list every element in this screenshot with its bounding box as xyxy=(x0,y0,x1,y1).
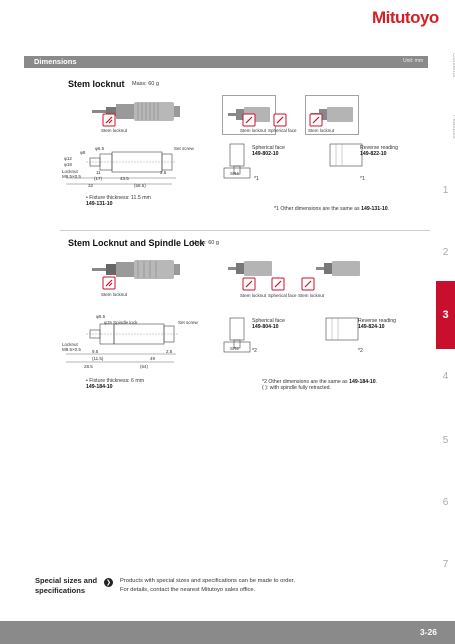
footnote: *1 Other dimensions are the same as 149-… xyxy=(274,206,390,212)
nav-contents[interactable]: Contents xyxy=(451,53,455,78)
sr-label: SR4 xyxy=(230,346,239,351)
stem-locknut-icon xyxy=(309,113,323,127)
variant-note: *2 xyxy=(358,348,363,354)
dim-label: 32 xyxy=(88,183,94,188)
micrometer-photo xyxy=(92,102,180,121)
nav-chapter-4[interactable]: 4 xyxy=(442,371,449,382)
variant-photo xyxy=(228,261,272,276)
arrow-right-icon: ❯ xyxy=(104,578,113,587)
dim-label: (17) xyxy=(94,176,103,181)
stem-locknut-icon xyxy=(301,277,315,291)
section1-title: Stem locknut xyxy=(68,79,125,89)
stem-locknut-icon xyxy=(102,276,116,290)
spherical-face-drawing xyxy=(223,143,251,179)
dim-label: φ15 Spindle lock xyxy=(104,320,138,325)
variant-name: Reverse reading xyxy=(360,145,399,151)
nav-chapter-1[interactable]: 1 xyxy=(442,185,449,196)
spherical-face-icon xyxy=(273,113,287,127)
dim-label: 49 xyxy=(150,356,156,361)
icon-label: Stem locknut xyxy=(240,128,267,133)
nav-chapter-6[interactable]: 6 xyxy=(442,497,449,508)
dim-label: 43.5 xyxy=(120,176,129,181)
section1-mass: Mass: 60 g xyxy=(132,81,159,87)
dim-label: 2.5 xyxy=(166,349,173,354)
special-title: Special sizes and specifications xyxy=(35,576,98,595)
header-title: Dimensions xyxy=(34,57,77,66)
nav-features[interactable]: Features xyxy=(451,115,455,139)
icon-label: Spherical face xyxy=(268,293,297,298)
reverse-reading-drawing xyxy=(329,143,363,167)
nav-chapter-2[interactable]: 2 xyxy=(442,247,449,258)
dim-label: 2.5 xyxy=(160,170,167,175)
nav-chapter-7[interactable]: 7 xyxy=(442,559,449,570)
fixture-text: • Fixture thickness: 11.5 mm xyxy=(86,195,151,201)
variant-name: Spherical face xyxy=(252,318,285,324)
header-unit: Unit: mm xyxy=(403,58,423,64)
page-number: 3-26 xyxy=(419,627,437,637)
dim-label: 11 xyxy=(96,170,101,175)
variant-code: 149-804-10 xyxy=(252,324,279,330)
dim-label: φ12 xyxy=(64,156,72,161)
dim-label: Locknut xyxy=(62,169,78,174)
dim-label: φ6.5 xyxy=(95,146,105,151)
footnote: *2 Other dimensions are the same as 149-… xyxy=(262,379,378,385)
dim-label: (11.5) xyxy=(92,356,104,361)
icon-label: Stem locknut xyxy=(101,128,128,133)
dim-label: 28.5 xyxy=(84,364,93,369)
micrometer-photo xyxy=(92,260,180,279)
icon-label: Stem locknut xyxy=(240,293,267,298)
fixture-code: 149-131-10 xyxy=(86,201,113,207)
spherical-face-drawing xyxy=(223,317,251,353)
variant-note: *1 xyxy=(360,176,365,182)
dim-label: (64) xyxy=(140,364,149,369)
reverse-reading-drawing xyxy=(325,317,359,341)
section2-title: Stem Locknut and Spindle Lock xyxy=(68,238,205,248)
dim-label: φ8 xyxy=(80,150,86,155)
sr-label: SR4 xyxy=(230,171,239,176)
dim-label: Locknut xyxy=(62,342,78,347)
dim-label: M9.5×0.5 xyxy=(62,347,81,352)
stem-locknut-icon xyxy=(102,113,116,127)
fixture-text: • Fixture thickness: 6 mm xyxy=(86,378,145,384)
icon-label: Spherical face xyxy=(268,128,297,133)
dim-label: Set screw xyxy=(174,146,194,151)
variant-note: *2 xyxy=(252,348,257,354)
brand-logo: Mitutoyo xyxy=(372,8,439,27)
fixture-code: 149-184-10 xyxy=(86,384,113,390)
variant-name: Reverse reading xyxy=(358,318,397,324)
variant-code: 149-802-10 xyxy=(252,151,279,157)
dim-label: (58.5) xyxy=(134,183,146,188)
stem-locknut-icon xyxy=(242,277,256,291)
variant-photo xyxy=(316,261,360,276)
footer-bar xyxy=(0,621,455,644)
dim-label: M9.5×0.5 xyxy=(62,174,81,179)
dimension-drawing xyxy=(66,151,176,185)
section-divider xyxy=(60,230,430,231)
icon-label: Stem locknut xyxy=(298,293,325,298)
nav-chapter-3-active[interactable]: 3 xyxy=(436,281,455,349)
spherical-face-icon xyxy=(271,277,285,291)
dim-label: φ18 xyxy=(64,162,72,167)
variant-code: 149-822-10 xyxy=(360,151,387,157)
dim-label: 9.5 xyxy=(92,349,99,354)
variant-note: *1 xyxy=(254,176,259,182)
section2-mass: Mass: 60 g xyxy=(192,240,219,246)
icon-label: Stem locknut xyxy=(101,292,128,297)
dimension-drawing xyxy=(66,323,178,363)
header-bar xyxy=(24,56,428,68)
footnote-secondary: ( ): with spindle fully retracted. xyxy=(262,385,331,391)
variant-code: 149-824-10 xyxy=(358,324,385,330)
nav-chapter-5[interactable]: 5 xyxy=(442,435,449,446)
special-text: Products with special sizes and specific… xyxy=(120,578,295,593)
icon-label: Stem locknut xyxy=(308,128,335,133)
variant-name: Spherical face xyxy=(252,145,285,151)
stem-locknut-icon xyxy=(242,113,256,127)
dim-label: Set screw xyxy=(178,320,198,325)
dim-label: φ6.5 xyxy=(96,314,106,319)
